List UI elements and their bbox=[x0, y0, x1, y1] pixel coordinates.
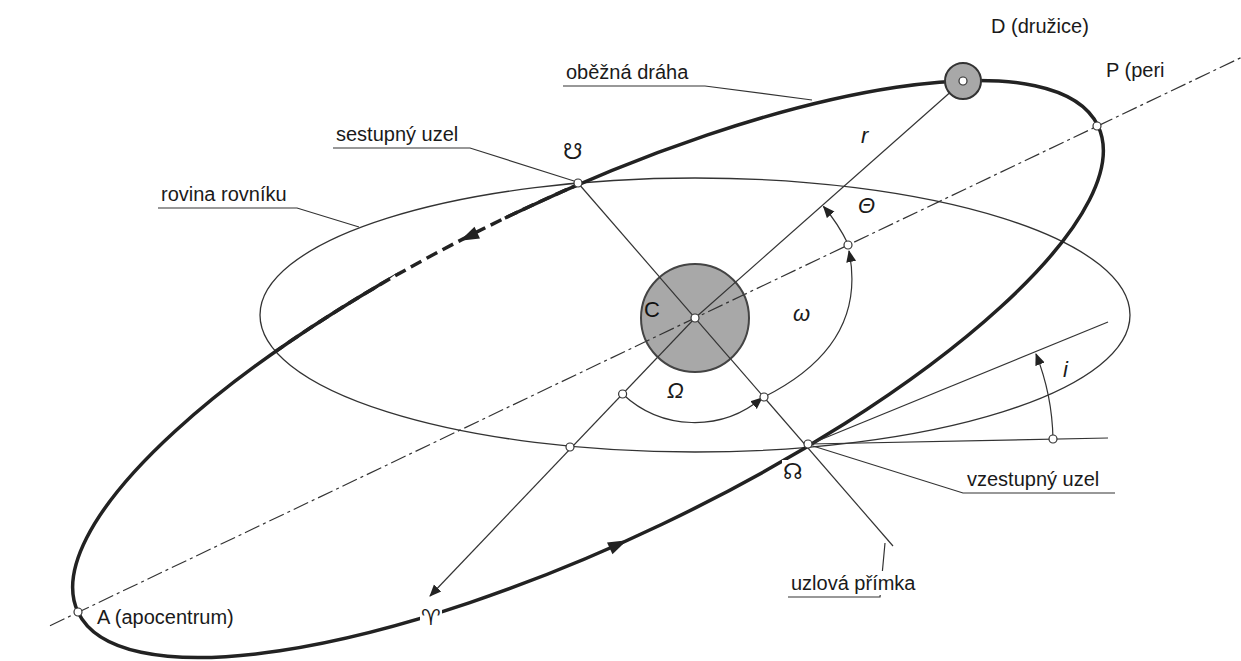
apsides-line bbox=[640, 289, 750, 346]
satellite-label: D (družice) bbox=[990, 14, 1090, 38]
ascending-node-label: vzestupný uzel bbox=[966, 467, 1100, 491]
radius-vector bbox=[695, 265, 750, 318]
raan-symbol: Ω bbox=[666, 379, 685, 403]
orbit-direction-arrow bbox=[457, 227, 480, 247]
vernal-equinox-symbol: ♈ bbox=[420, 606, 442, 630]
orbit-path bbox=[4, 0, 1172, 661]
argument-periapsis-symbol: ω bbox=[792, 302, 811, 326]
leader-line bbox=[813, 446, 1115, 493]
node-line-label: uzlová přímka bbox=[790, 571, 917, 595]
body-circle bbox=[641, 264, 749, 372]
inclination-orbit-line bbox=[810, 322, 1108, 444]
satellite-symbol bbox=[945, 63, 981, 99]
apocentre-label: A (apocentrum) bbox=[96, 605, 235, 629]
leader-line bbox=[333, 148, 574, 181]
apsides-line bbox=[50, 58, 1241, 626]
pericentre-label: P (peri bbox=[1105, 58, 1166, 82]
inclination-arc bbox=[1036, 354, 1053, 439]
center-point bbox=[691, 314, 699, 322]
descending-node-symbol: ☋ bbox=[562, 140, 584, 164]
inclination-symbol: i bbox=[1062, 358, 1069, 382]
vernal-direction bbox=[430, 318, 695, 596]
equator-plane bbox=[260, 178, 1130, 452]
orbit-label: oběžná dráha bbox=[565, 60, 689, 84]
orbit-hidden-path bbox=[4, 0, 1172, 661]
radius-vector bbox=[695, 81, 963, 318]
point-markers bbox=[74, 77, 1101, 616]
orbit-direction-arrow bbox=[607, 534, 630, 554]
leader-line bbox=[158, 208, 359, 227]
body-label: C bbox=[644, 298, 660, 322]
node-line bbox=[578, 183, 893, 546]
central-body: C bbox=[640, 263, 750, 373]
radius-symbol: r bbox=[860, 124, 869, 148]
ascending-node-symbol: ☊ bbox=[782, 460, 804, 484]
node-line bbox=[655, 272, 735, 364]
equator-plane-label: rovina rovníku bbox=[160, 182, 288, 206]
inclination-base-line bbox=[810, 438, 1108, 444]
true-anomaly-arc bbox=[824, 207, 849, 245]
descending-node-label: sestupný uzel bbox=[335, 122, 459, 146]
raan-arc bbox=[623, 394, 762, 423]
leader-line bbox=[563, 86, 812, 100]
true-anomaly-symbol: Θ bbox=[857, 194, 876, 218]
vernal-direction bbox=[640, 318, 695, 373]
argument-periapsis-arc bbox=[764, 251, 852, 397]
